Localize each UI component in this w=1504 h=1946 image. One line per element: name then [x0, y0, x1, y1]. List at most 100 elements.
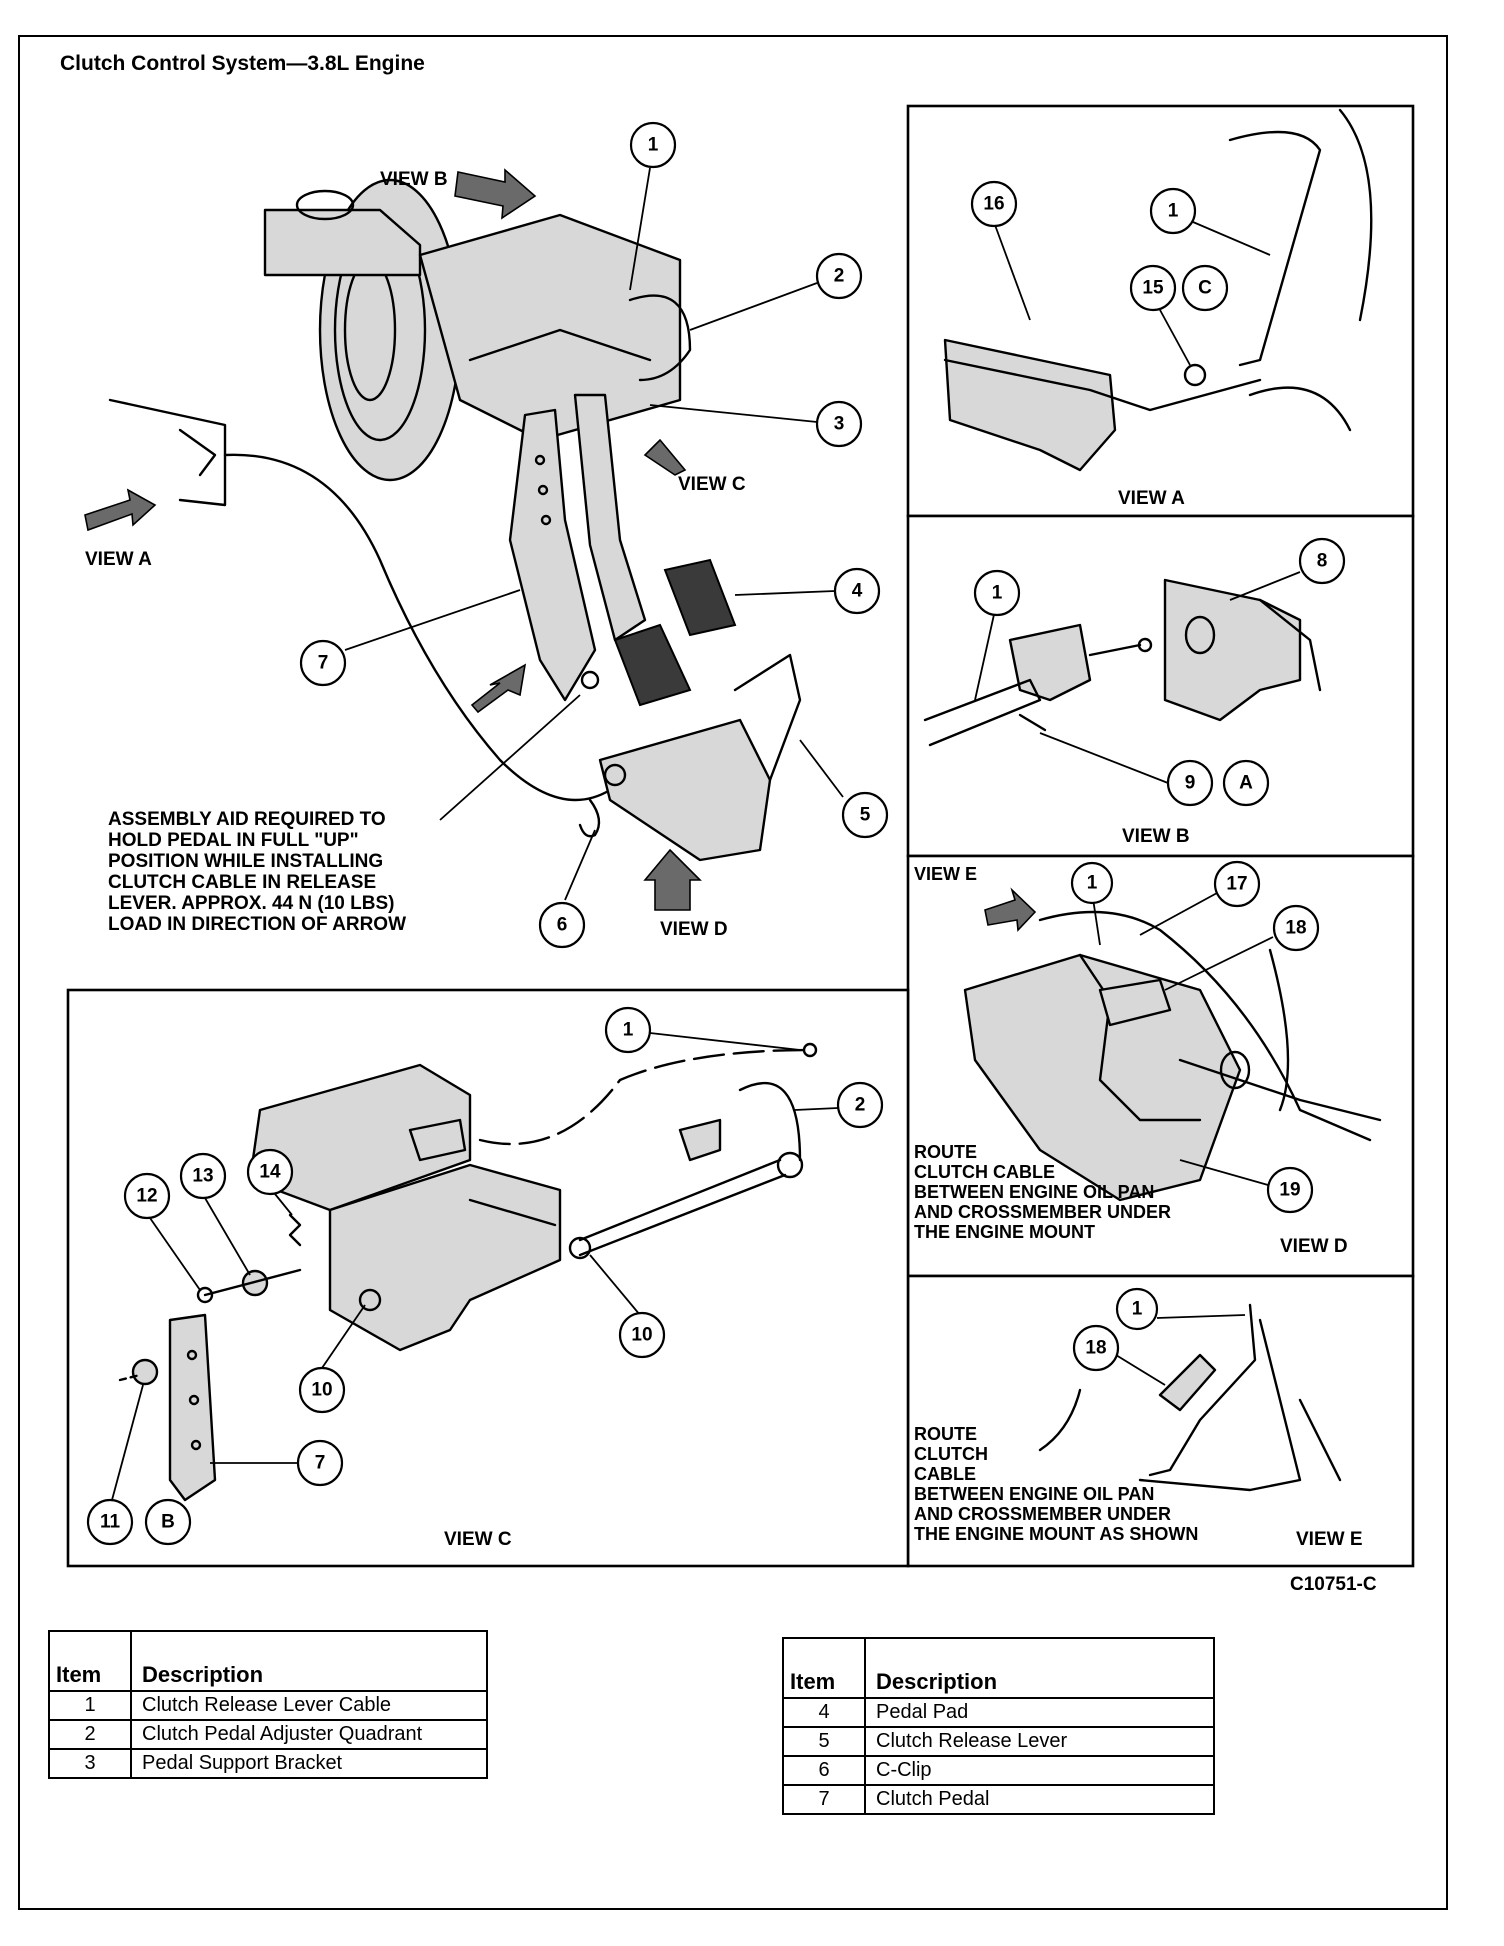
cable-clip [1158, 1353, 1217, 1412]
callout-1 [973, 569, 1021, 617]
item-description: Clutch Release Lever Cable [130, 1690, 488, 1721]
callout-11-label: 11 [100, 1512, 121, 1533]
release-lever [733, 653, 802, 782]
callout-a [1222, 759, 1270, 807]
callout-4-label: 4 [852, 581, 863, 602]
leader-2 [689, 282, 818, 331]
main-illustration: VIEW B VIEW A VIEW C VIEW D ASSEMBLY AID… [84, 121, 889, 949]
callout-6 [538, 901, 586, 949]
leader-13 [204, 1197, 251, 1276]
crossmember [1178, 1058, 1382, 1122]
item-number: 1 [48, 1690, 132, 1721]
callout-7 [296, 1439, 344, 1487]
leader-4 [734, 590, 836, 596]
plate-flange [1258, 598, 1322, 692]
mounting-stud [408, 1118, 467, 1162]
view-c-arrow [643, 438, 687, 476]
callout-b [144, 1498, 192, 1546]
note-line: CLUTCH CABLE IN RELEASE [108, 872, 376, 893]
oil-pan-edge [1078, 953, 1202, 1122]
cable-upper [1228, 130, 1322, 367]
leader-1-view-c [649, 1032, 801, 1051]
callout-15 [1129, 264, 1177, 312]
leader-17 [1139, 892, 1218, 936]
bracket-edge [468, 1198, 557, 1227]
label-view-b: VIEW B [380, 169, 448, 190]
callout-4 [833, 567, 881, 615]
view-a-panel: 16 1 15 C VIEW A [906, 104, 1415, 518]
load-direction-arrow [470, 663, 527, 714]
leader-7 [344, 589, 521, 651]
column-header-description: Description [130, 1630, 488, 1692]
view-e-frame [906, 1274, 1415, 1568]
dash-edge [1338, 108, 1373, 322]
callout-18-label: 18 [1285, 918, 1306, 939]
note-line: HOLD PEDAL IN FULL "UP" [108, 830, 359, 851]
callout-18-label: 18 [1085, 1338, 1106, 1359]
c-clip [578, 798, 601, 838]
table-row: 1 Clutch Release Lever Cable [48, 1690, 488, 1721]
callout-3 [815, 400, 863, 448]
callout-1 [629, 121, 677, 169]
spring [288, 1213, 302, 1247]
callout-10 [618, 1311, 666, 1359]
callout-12 [123, 1172, 171, 1220]
column-header-description: Description [864, 1637, 1215, 1699]
callout-10 [298, 1366, 346, 1414]
adjuster-quadrant [628, 294, 692, 382]
note-line: LEVER. APPROX. 44 N (10 LBS) [108, 893, 394, 914]
label-view-c: VIEW C [678, 474, 746, 495]
callout-10-label: 10 [311, 1380, 332, 1401]
column-header-item: Item [48, 1630, 132, 1692]
master-cylinder-reservoir [263, 208, 422, 277]
note-line: THE ENGINE MOUNT [914, 1222, 1095, 1242]
note-line: ROUTE [914, 1142, 977, 1162]
callout-7-label: 7 [315, 1453, 326, 1474]
item-number: 2 [48, 1719, 132, 1750]
note-line: THE ENGINE MOUNT AS SHOWN [914, 1524, 1198, 1544]
oil-pan-curve [1038, 1388, 1082, 1452]
callout-17-label: 17 [1226, 874, 1247, 895]
leader-19 [1179, 1159, 1269, 1186]
cable-lower [1248, 386, 1352, 432]
reservoir-cap [295, 189, 355, 221]
route-note-e: ROUTE CLUTCH CABLE BETWEEN ENGINE OIL PA… [914, 1424, 1198, 1544]
cable-route [1038, 910, 1372, 1142]
bolt [196, 1286, 214, 1304]
item-number: 3 [48, 1748, 132, 1779]
leader-11 [111, 1384, 144, 1501]
crossmember [1138, 1318, 1302, 1492]
note-line: CLUTCH CABLE [914, 1162, 1055, 1182]
note-line: CLUTCH [914, 1444, 988, 1464]
item-description: Clutch Pedal [864, 1784, 1215, 1815]
retainer [1183, 363, 1207, 387]
view-d-panel: VIEW E 1 17 18 19 ROUTE CLUTCH CABLE BET… [906, 854, 1415, 1278]
label-view-e: VIEW E [1296, 1529, 1363, 1550]
callout-7 [299, 639, 347, 687]
cable-end [802, 1042, 818, 1058]
callout-1 [604, 1006, 652, 1054]
pedal-hole [534, 454, 546, 466]
pedal-hole [540, 514, 552, 526]
table-row: 3 Pedal Support Bracket [48, 1748, 488, 1779]
label-view-a: VIEW A [1118, 488, 1185, 509]
view-b-arrow [454, 168, 537, 220]
label-view-c: VIEW C [444, 1529, 512, 1550]
oil-pan [963, 953, 1242, 1202]
page-frame [18, 35, 1448, 1910]
pivot-shaft-lower [578, 1173, 787, 1257]
table-header-row: Item Description [782, 1637, 1215, 1699]
shaft-end [568, 1236, 592, 1260]
leader-16 [994, 224, 1031, 321]
leader-5 [799, 739, 844, 798]
note-line: AND CROSSMEMBER UNDER [914, 1504, 1171, 1524]
quadrant-hub [776, 1151, 804, 1179]
assembly-aid-note: ASSEMBLY AID REQUIRED TO HOLD PEDAL IN F… [108, 694, 581, 935]
cable-mount [178, 428, 217, 477]
item-number: 6 [782, 1755, 866, 1786]
leader-9 [1039, 732, 1169, 784]
view-c-panel: 1 2 12 13 14 10 10 11 B 7 VIEW C [66, 988, 910, 1568]
cable-housing [923, 678, 1042, 747]
view-b-panel: 1 8 9 A VIEW B [906, 514, 1415, 858]
